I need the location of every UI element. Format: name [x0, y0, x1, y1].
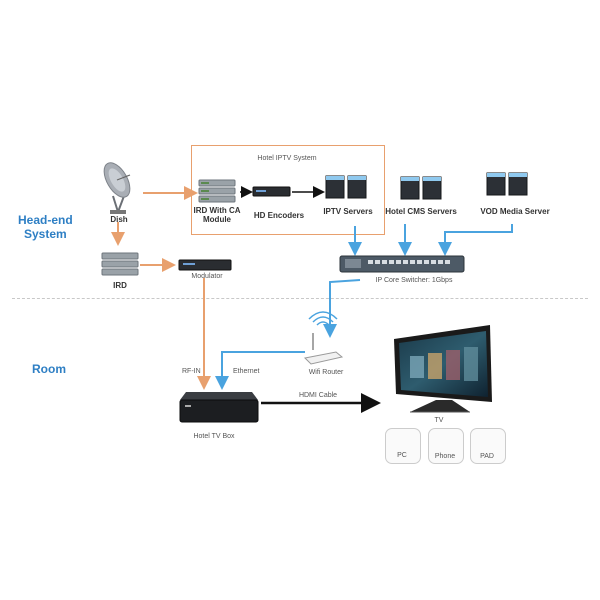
label-tv: TV: [434, 417, 444, 424]
label-hd-encoders: HD Encoders: [253, 211, 305, 220]
label-vod-server: VOD Media Server: [480, 207, 550, 216]
label-ird: IRD: [113, 281, 127, 290]
section-divider: [12, 298, 588, 299]
link-switch-router: [323, 279, 361, 338]
dish-icon: [103, 162, 131, 214]
label-ethernet: Ethernet: [233, 368, 260, 375]
label-rf-in: RF-IN: [182, 368, 201, 375]
link-vod-switch: [438, 224, 513, 256]
device-card-pad: [470, 428, 506, 464]
iptv-system-title: Hotel IPTV System: [257, 155, 317, 162]
ird-ca-icon: [198, 179, 236, 203]
cms-servers-icon: [400, 176, 442, 200]
ird-icon: [101, 252, 139, 276]
label-ird-ca: IRD With CA Module: [193, 206, 241, 224]
label-device-pad: PAD: [480, 453, 494, 460]
label-iptv-servers: IPTV Servers: [323, 207, 373, 216]
wifi-router-icon: [303, 311, 344, 365]
tv-icon: [394, 325, 492, 413]
label-modulator: Modulator: [191, 273, 223, 280]
section-headend: Head-end System: [18, 213, 73, 241]
device-card-phone: [428, 428, 464, 464]
label-cms-servers: Hotel CMS Servers: [385, 207, 457, 216]
section-room: Room: [32, 362, 66, 376]
link-router-tvbox: [215, 351, 305, 390]
iptv-servers-icon: [325, 175, 367, 199]
label-wifi-router: Wifi Router: [308, 369, 344, 376]
label-hdmi: HDMI Cable: [298, 392, 338, 399]
label-device-pc: PC: [397, 452, 407, 459]
device-card-pc: [385, 428, 421, 464]
hd-encoder-icon: [252, 186, 291, 197]
label-device-phone: Phone: [434, 453, 456, 460]
modulator-icon: [178, 259, 232, 271]
vod-server-icon: [486, 172, 528, 196]
label-tv-box: Hotel TV Box: [193, 433, 235, 440]
label-core-switch: IP Core Switcher: 1Gbps: [375, 277, 453, 284]
tv-box-icon: [179, 392, 259, 423]
label-dish: Dish: [110, 215, 128, 224]
core-switch-icon: [339, 255, 465, 273]
